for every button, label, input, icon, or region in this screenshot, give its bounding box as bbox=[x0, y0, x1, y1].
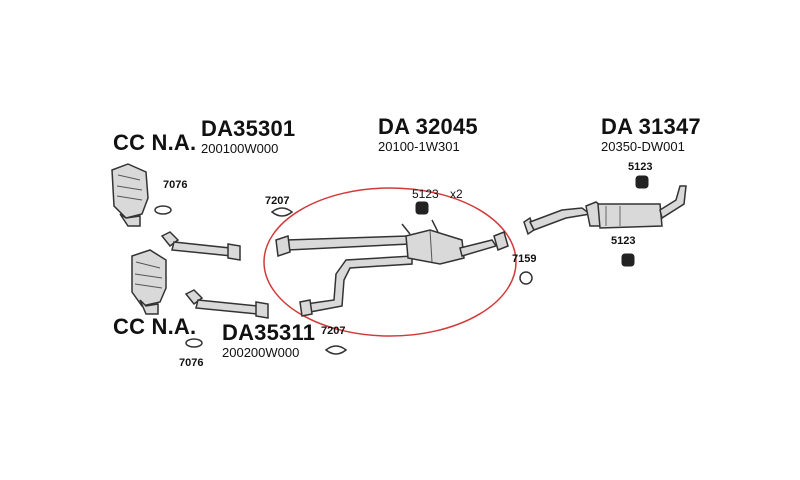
mid-section-code: 20100-1W301 bbox=[378, 139, 460, 154]
flange-gasket-left-top bbox=[270, 207, 294, 217]
kit-bottom-code: 200200W000 bbox=[222, 345, 300, 360]
front-pipe-top bbox=[160, 231, 241, 261]
rear-muffler-section bbox=[523, 185, 687, 236]
rear-section-title: DA 31347 bbox=[601, 114, 701, 139]
part-hanger-rear-top: 5123 bbox=[628, 161, 653, 173]
ring-right bbox=[519, 271, 533, 285]
hanger-rear-top bbox=[635, 175, 649, 189]
kit-bottom-title: DA35311 bbox=[222, 320, 316, 345]
part-flange-left-top: 7207 bbox=[265, 195, 290, 207]
hanger-mid bbox=[415, 201, 429, 215]
hanger-rear-bottom bbox=[621, 253, 635, 267]
catalytic-converter-top bbox=[111, 163, 149, 227]
rear-section-code: 20350-DW001 bbox=[601, 139, 685, 154]
highlight-ellipse bbox=[263, 187, 517, 337]
cc-label-bottom: CC N.A. bbox=[113, 314, 197, 339]
gasket-top bbox=[154, 205, 172, 215]
part-ring-right: 7159 bbox=[512, 253, 537, 265]
part-flange-left-bottom: 7207 bbox=[321, 325, 346, 337]
cc-label-top: CC N.A. bbox=[113, 130, 197, 155]
gasket-bottom bbox=[185, 338, 203, 348]
flange-gasket-left-bottom bbox=[324, 345, 348, 355]
part-gasket-top: 7076 bbox=[163, 179, 188, 191]
part-hanger-mid: 5123 bbox=[412, 187, 439, 201]
catalytic-converter-bottom bbox=[131, 249, 167, 315]
mid-section-title: DA 32045 bbox=[378, 114, 478, 139]
front-pipe-bottom bbox=[184, 289, 269, 319]
part-hanger-rear-bottom: 5123 bbox=[611, 235, 636, 247]
part-hanger-mid-qty: x2 bbox=[450, 187, 463, 201]
kit-top-code: 200100W000 bbox=[201, 141, 279, 156]
part-gasket-bottom: 7076 bbox=[179, 357, 204, 369]
kit-top-title: DA35301 bbox=[201, 116, 296, 141]
middle-muffler-section bbox=[275, 219, 509, 317]
